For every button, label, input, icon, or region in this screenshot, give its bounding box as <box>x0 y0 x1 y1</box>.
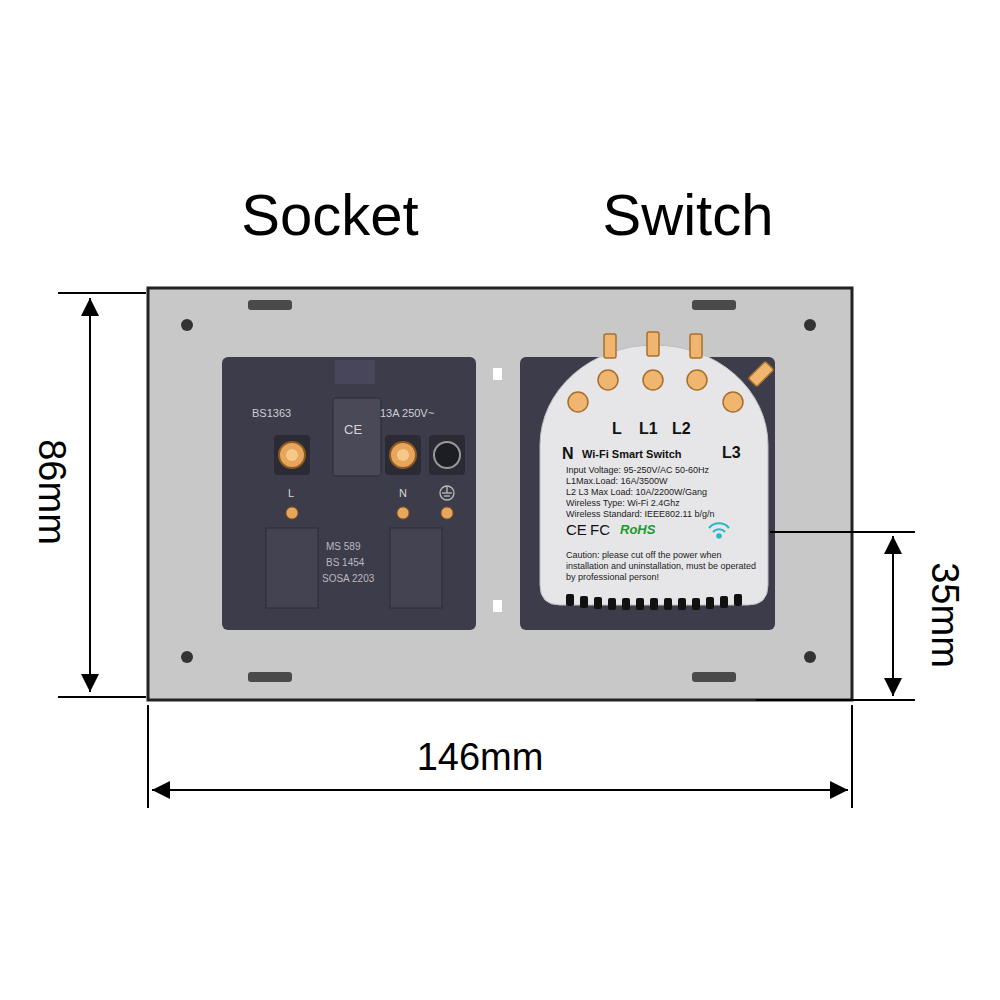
cert-mark: CE <box>566 522 587 539</box>
dimension-label: 146mm <box>417 738 544 776</box>
switch-module: L L1 L2N Wi-Fi Smart Switch L3Input Voltage:… <box>540 412 768 602</box>
cert-mark: FC <box>590 522 610 539</box>
socket-rib <box>335 360 375 384</box>
socket-terminals <box>274 435 465 519</box>
earth-symbol <box>440 486 454 500</box>
ce-mark: CE <box>344 423 362 437</box>
dimension-label: 35mm <box>926 562 964 668</box>
section-heading: Switch <box>603 186 774 244</box>
socket-boss <box>390 528 442 608</box>
product-name: Wi-Fi Smart Switch <box>582 448 682 460</box>
spec-line: Wireless Standard: IEEE802.11 b/g/n <box>566 510 714 520</box>
terminal-letter: N <box>399 487 407 499</box>
switch-sticker <box>540 345 768 605</box>
cert-mark: RoHS <box>620 523 655 537</box>
standard-mark: BS 1454 <box>326 557 364 568</box>
dimension-label: 86mm <box>33 439 71 545</box>
terminal-letter: L3 <box>722 444 741 462</box>
switch-terminals <box>568 332 774 412</box>
spec-line: Wireless Type: Wi-Fi 2.4Ghz <box>566 499 680 509</box>
socket-back: BS1363CE 13A 250V~ L N MS 589 BS 1454SOSA 220… <box>222 357 476 630</box>
standard-mark: SOSA 2203 <box>322 573 374 584</box>
terminal-letter: L <box>612 420 622 438</box>
terminal-letter: L <box>288 487 294 499</box>
wall-plate <box>148 288 852 700</box>
caution-note: Caution: please cut off the power when i… <box>566 550 762 582</box>
standard-mark: MS 589 <box>326 541 360 552</box>
spec-line: L2 L3 Max Load: 10A/2200W/Gang <box>566 488 707 498</box>
socket-housing <box>222 357 476 630</box>
terminal-letter: L1 <box>639 420 658 438</box>
spacer <box>493 600 502 612</box>
rating-mark: 13A 250V~ <box>380 407 434 419</box>
spec-line: Input Voltage: 95-250V/AC 50-60Hz <box>566 466 709 476</box>
mount-holes <box>181 319 816 663</box>
socket-boss <box>266 528 318 608</box>
spacer <box>493 368 502 380</box>
dimension-lines <box>58 293 915 808</box>
terminal-letter: L2 <box>672 420 691 438</box>
terminal-letter: N <box>562 445 574 463</box>
vent-notches <box>566 594 742 610</box>
wifi-icon <box>709 523 729 537</box>
standard-mark: BS1363 <box>252 407 291 419</box>
spec-line: L1Max.Load: 16A/3500W <box>566 477 668 487</box>
section-heading: Socket <box>241 186 418 244</box>
ce-boss <box>333 398 381 476</box>
